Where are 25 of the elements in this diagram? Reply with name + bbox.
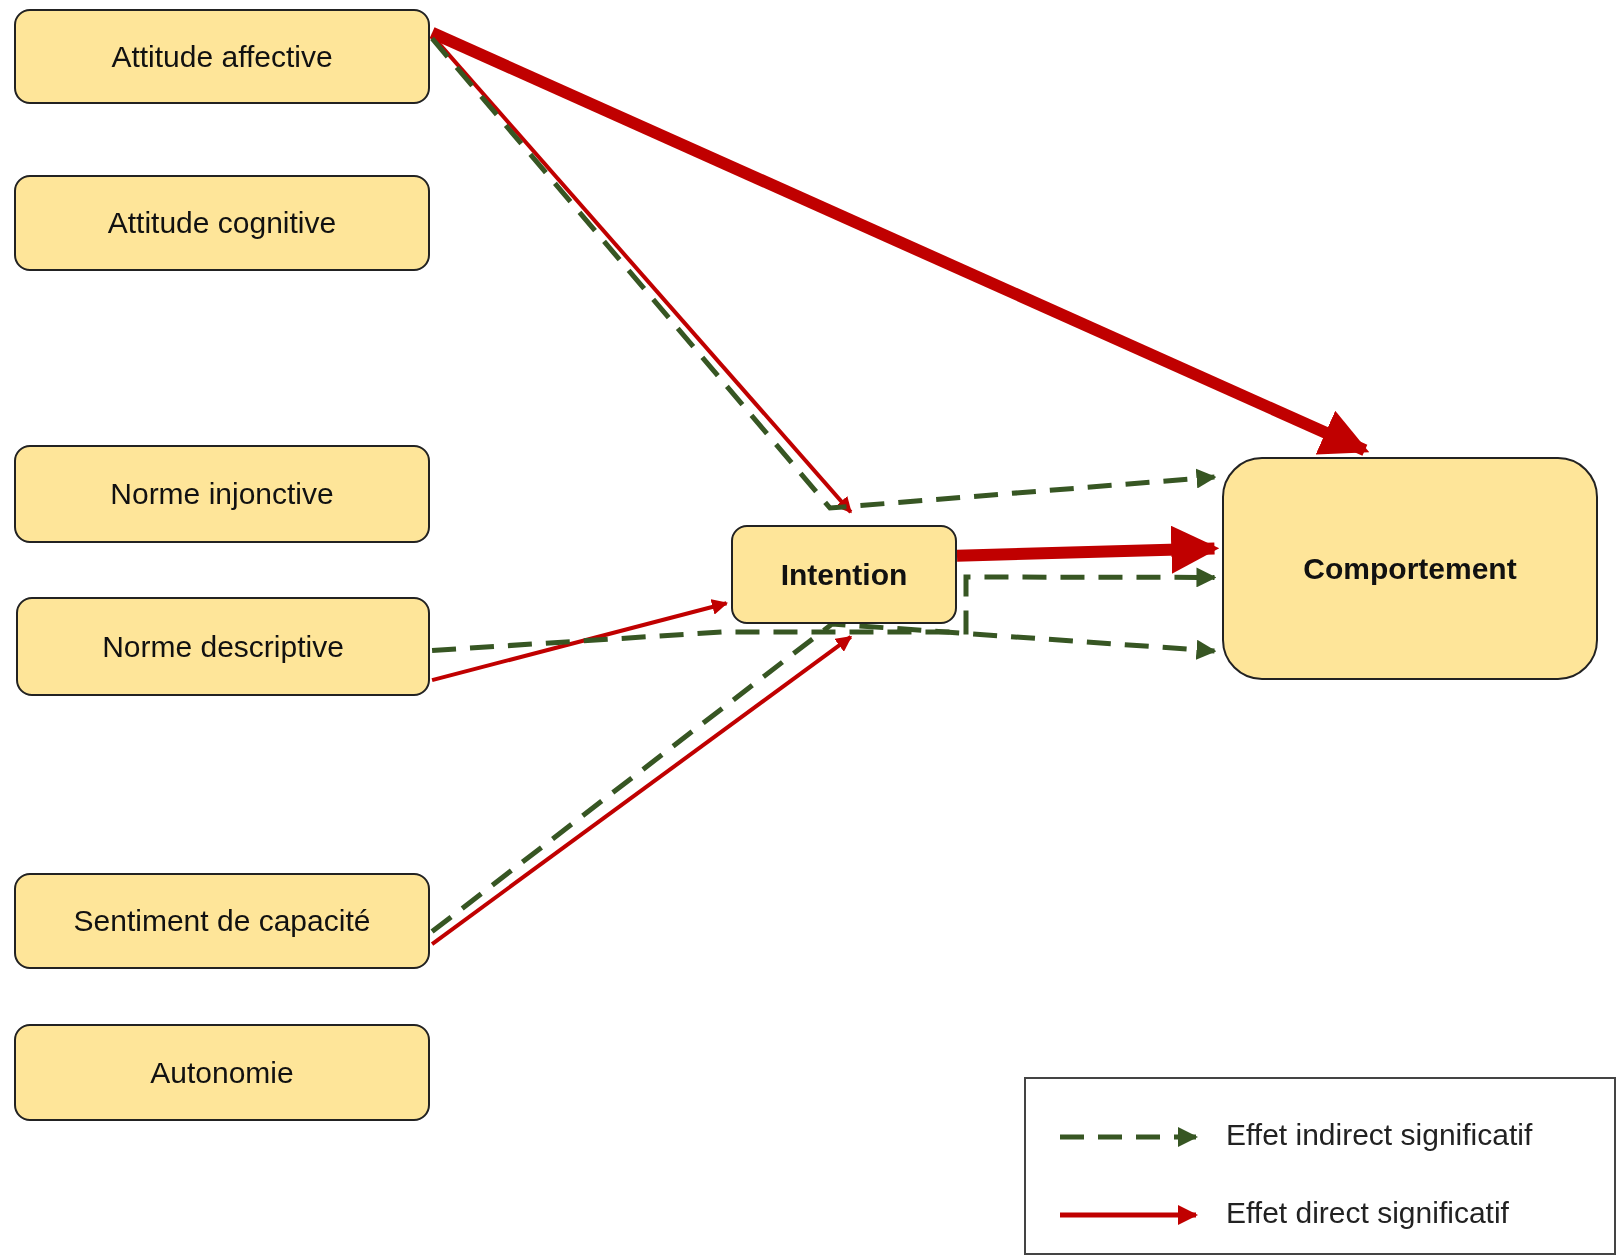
node-label: Attitude affective — [111, 39, 333, 74]
legend-label: Effet indirect significatif — [1226, 1118, 1533, 1152]
process-box — [731, 525, 957, 624]
process-box — [16, 597, 430, 696]
process-box — [14, 1024, 430, 1121]
process-box — [14, 175, 430, 271]
arrow — [429, 27, 1370, 456]
process-box — [14, 873, 430, 969]
node-label: Attitude cognitive — [107, 206, 337, 240]
node-label: Comportement — [1303, 551, 1517, 586]
legend-label: Effet direct significatif — [1226, 1196, 1509, 1230]
process-box — [14, 445, 430, 543]
arrow — [956, 525, 1220, 574]
arrow — [430, 621, 1217, 934]
node-label: Norme injonctive — [110, 477, 334, 511]
node-label: Sentiment de capacité — [73, 904, 371, 938]
process-box — [14, 9, 430, 104]
arrow — [430, 635, 853, 946]
node-label: Autonomie — [150, 1055, 294, 1090]
arrow — [430, 36, 1217, 511]
node-label: Norme descriptive — [102, 629, 344, 664]
arrow — [431, 599, 729, 683]
arrow — [431, 567, 1217, 653]
node-label: Intention — [780, 557, 908, 592]
process-box — [1222, 457, 1598, 680]
